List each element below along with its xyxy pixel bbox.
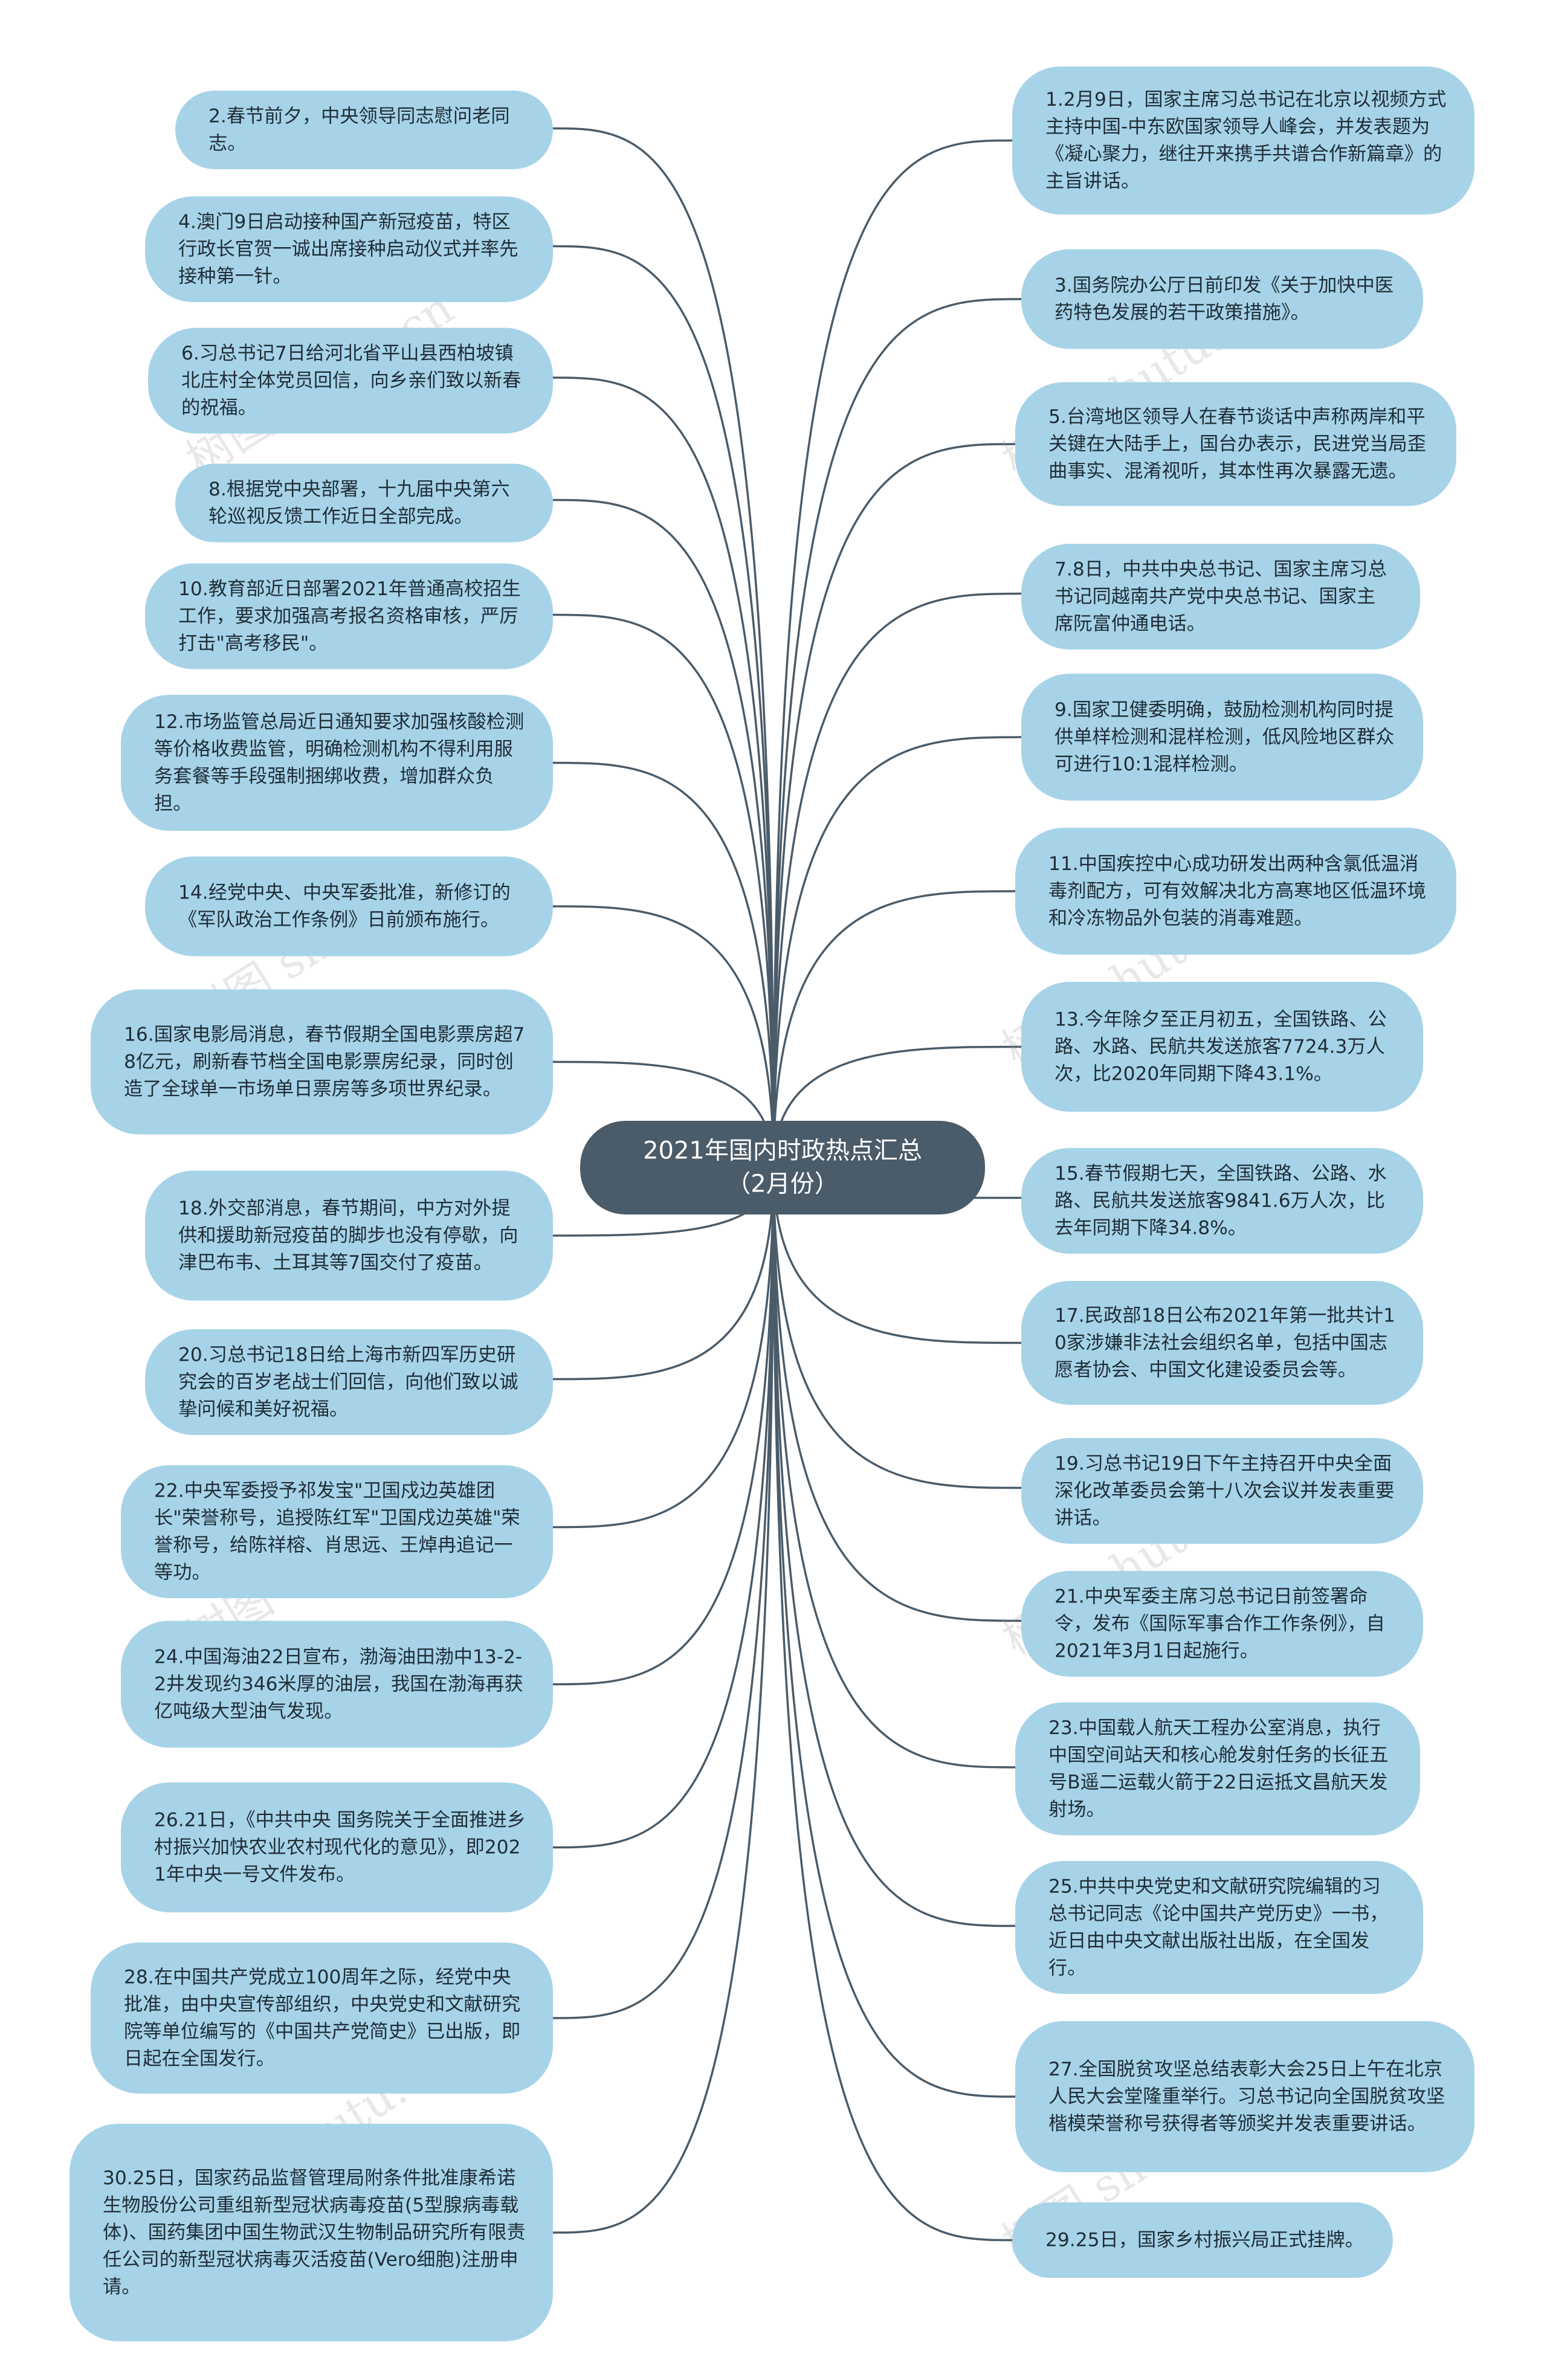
right-topic-node[interactable]: 11.中国疾控中心成功研发出两种含氯低温消毒剂配方，可有效解决北方高寒地区低温环… xyxy=(1015,828,1456,955)
left-connector-line xyxy=(552,613,775,1168)
topic-text: 12.市场监管总局近日通知要求加强核酸检测等价格收费监管，明确检测机构不得利用服… xyxy=(154,710,525,814)
topic-text: 9.国家卫健委明确，鼓励检测机构同时提供单样检测和混样检测，低风险地区群众可进行… xyxy=(1054,698,1395,775)
left-topic-node[interactable]: 16.国家电影局消息，春节假期全国电影票房超78亿元，刷新春节档全国电影票房纪录… xyxy=(91,989,553,1135)
topic-text: 7.8日，中共中央总书记、国家主席习总书记同越南共产党中央总书记、国家主席阮富仲… xyxy=(1054,557,1387,635)
right-topic-node[interactable]: 9.国家卫健委明确，鼓励检测机构同时提供单样检测和混样检测，低风险地区群众可进行… xyxy=(1021,674,1423,801)
right-topic-node[interactable]: 17.民政部18日公布2021年第一批共计10家涉嫌非法社会组织名单，包括中国志… xyxy=(1021,1281,1423,1405)
topic-text: 15.春节假期七天，全国铁路、公路、水路、民航共发送旅客9841.6万人次，比去… xyxy=(1054,1161,1387,1239)
topic-text: 18.外交部消息，春节期间，中方对外提供和援助新冠疫苗的脚步也没有停歇，向津巴布… xyxy=(178,1196,518,1274)
topic-text: 10.教育部近日部署2021年普通高校招生工作，要求加强高考报名资格审核，严厉打… xyxy=(178,577,521,654)
central-topic-subtitle: （2月份） xyxy=(726,1169,839,1198)
left-connector-line xyxy=(552,376,775,1168)
topic-text: 11.中国疾控中心成功研发出两种含氯低温消毒剂配方，可有效解决北方高寒地区低温环… xyxy=(1048,852,1427,929)
topic-text: 17.民政部18日公布2021年第一批共计10家涉嫌非法社会组织名单，包括中国志… xyxy=(1054,1303,1395,1381)
left-topic-node[interactable]: 2.春节前夕，中央领导同志慰问老同志。 xyxy=(175,91,553,169)
right-topic-node[interactable]: 1.2月9日，国家主席习总书记在北京以视频方式主持中国-中东欧国家领导人峰会，并… xyxy=(1012,66,1474,214)
right-connector-line xyxy=(772,890,1016,1168)
left-topic-node[interactable]: 14.经党中央、中央军委批准，新修订的《军队政治工作条例》日前颁布施行。 xyxy=(145,856,553,956)
topic-text: 6.习总书记7日给河北省平山县西柏坡镇北庄村全体党员回信，向乡亲们致以新春的祝福… xyxy=(181,341,522,419)
topic-text: 2.春节前夕，中央领导同志慰问老同志。 xyxy=(208,104,510,155)
left-connector-line xyxy=(552,905,775,1168)
right-connector-line xyxy=(772,1167,1022,1344)
right-topic-node[interactable]: 21.中央军委主席习总书记日前签署命令，发布《国际军事合作工作条例》，自2021… xyxy=(1021,1571,1423,1677)
topic-text: 19.习总书记19日下午主持召开中央全面深化改革委员会第十八次会议并发表重要讲话… xyxy=(1054,1451,1395,1529)
right-connector-line xyxy=(772,1167,1016,1769)
left-connector-line xyxy=(552,1167,775,2234)
topic-text: 27.全国脱贫攻坚总结表彰大会25日上午在北京人民大会堂隆重举行。习总书记向全国… xyxy=(1048,2057,1445,2135)
left-topic-node[interactable]: 24.中国海油22日宣布，渤海油田渤中13-2-2井发现约346米厚的油层，我国… xyxy=(121,1621,553,1748)
left-connector-line xyxy=(552,761,775,1168)
right-topic-node[interactable]: 19.习总书记19日下午主持召开中央全面深化改革委员会第十八次会议并发表重要讲话… xyxy=(1021,1438,1423,1544)
topic-text: 20.习总书记18日给上海市新四军历史研究会的百岁老战士们回信，向他们致以诚挚问… xyxy=(178,1343,518,1421)
topic-text: 16.国家电影局消息，春节假期全国电影票房超78亿元，刷新春节档全国电影票房纪录… xyxy=(124,1022,525,1100)
topic-text: 30.25日，国家药品监督管理局附条件批准康希诺生物股份公司重组新型冠状病毒疫苗… xyxy=(103,2166,526,2298)
right-connector-line xyxy=(772,1167,1022,1622)
topic-text: 13.今年除夕至正月初五，全国铁路、公路、水路、民航共发送旅客7724.3万人次… xyxy=(1054,1007,1387,1085)
topic-text: 28.在中国共产党成立100周年之际，经党中央批准，由中央宣传部组织，中央党史和… xyxy=(124,1965,521,2070)
right-topic-node[interactable]: 3.国务院办公厅日前印发《关于加快中医药特色发展的若干政策措施》。 xyxy=(1021,249,1423,349)
left-topic-node[interactable]: 8.根据党中央部署，十九届中央第六轮巡视反馈工作近日全部完成。 xyxy=(175,463,553,543)
left-topic-node[interactable]: 6.习总书记7日给河北省平山县西柏坡镇北庄村全体党员回信，向乡亲们致以新春的祝福… xyxy=(148,327,553,434)
right-connector-line xyxy=(772,1167,1013,2242)
topic-text: 26.21日，《中共中央 国务院关于全面推进乡村振兴加快农业农村现代化的意见》，… xyxy=(154,1808,526,1886)
right-topic-node[interactable]: 13.今年除夕至正月初五，全国铁路、公路、水路、民航共发送旅客7724.3万人次… xyxy=(1021,982,1423,1112)
topic-text: 24.中国海油22日宣布，渤海油田渤中13-2-2井发现约346米厚的油层，我国… xyxy=(154,1645,523,1723)
right-connector-line xyxy=(772,1167,1022,1489)
right-topic-node[interactable]: 23.中国载人航天工程办公室消息，执行中国空间站天和核心舱发射任务的长征五号B遥… xyxy=(1015,1702,1420,1836)
topic-text: 14.经党中央、中央军委批准，新修订的《军队政治工作条例》日前颁布施行。 xyxy=(178,880,511,931)
left-connector-line xyxy=(552,1167,775,1686)
right-connector-line xyxy=(772,298,1022,1168)
left-topic-node[interactable]: 18.外交部消息，春节期间，中方对外提供和援助新冠疫苗的脚步也没有停歇，向津巴布… xyxy=(145,1170,553,1301)
left-topic-node[interactable]: 28.在中国共产党成立100周年之际，经党中央批准，由中央宣传部组织，中央党史和… xyxy=(91,1943,553,2094)
right-topic-node[interactable]: 27.全国脱贫攻坚总结表彰大会25日上午在北京人民大会堂隆重举行。习总书记向全国… xyxy=(1015,2021,1474,2172)
left-topic-node[interactable]: 12.市场监管总局近日通知要求加强核酸检测等价格收费监管，明确检测机构不得利用服… xyxy=(121,695,553,831)
topic-text: 8.根据党中央部署，十九届中央第六轮巡视反馈工作近日全部完成。 xyxy=(208,477,510,527)
left-connector-line xyxy=(552,245,775,1168)
left-topic-node[interactable]: 4.澳门9日启动接种国产新冠疫苗，特区行政长官贺一诚出席接种启动仪式并率先接种第… xyxy=(145,196,553,302)
left-topic-node[interactable]: 30.25日，国家药品监督管理局附条件批准康希诺生物股份公司重组新型冠状病毒疫苗… xyxy=(69,2124,553,2341)
left-connector-line xyxy=(552,1167,775,1381)
central-topic-node[interactable]: 2021年国内时政热点汇总 （2月份） xyxy=(580,1121,985,1214)
right-connector-line xyxy=(772,1167,1016,2098)
left-connector-line xyxy=(552,1167,775,1849)
right-topic-node[interactable]: 15.春节假期七天，全国铁路、公路、水路、民航共发送旅客9841.6万人次，比去… xyxy=(1021,1148,1423,1254)
left-topic-node[interactable]: 20.习总书记18日给上海市新四军历史研究会的百岁老战士们回信，向他们致以诚挚问… xyxy=(145,1329,553,1435)
topic-text: 4.澳门9日启动接种国产新冠疫苗，特区行政长官贺一诚出席接种启动仪式并率先接种第… xyxy=(178,210,518,288)
topic-text: 29.25日，国家乡村振兴局正式挂牌。 xyxy=(1045,2228,1364,2251)
topic-text: 1.2月9日，国家主席习总书记在北京以视频方式主持中国-中东欧国家领导人峰会，并… xyxy=(1045,88,1447,192)
topic-text: 22.中央军委授予祁发宝"卫国戍边英雄团长"荣誉称号，追授陈红军"卫国戍边英雄"… xyxy=(154,1479,520,1584)
central-topic-title: 2021年国内时政热点汇总 xyxy=(643,1136,922,1165)
right-topic-node[interactable]: 7.8日，中共中央总书记、国家主席习总书记同越南共产党中央总书记、国家主席阮富仲… xyxy=(1021,544,1420,650)
right-connector-line xyxy=(772,736,1022,1168)
topic-text: 21.中央军委主席习总书记日前签署命令，发布《国际军事合作工作条例》，自2021… xyxy=(1054,1584,1385,1662)
right-connector-line xyxy=(772,443,1016,1168)
left-topic-node[interactable]: 22.中央军委授予祁发宝"卫国戍边英雄团长"荣誉称号，追授陈红军"卫国戍边英雄"… xyxy=(121,1465,553,1598)
right-topic-node[interactable]: 25.中共中央党史和文献研究院编辑的习总书记同志《论中国共产党历史》一书，近日由… xyxy=(1015,1861,1423,1994)
right-connector-line xyxy=(772,139,1013,1168)
topic-text: 3.国务院办公厅日前印发《关于加快中医药特色发展的若干政策措施》。 xyxy=(1054,273,1394,324)
right-topic-node[interactable]: 5.台湾地区领导人在春节谈话中声称两岸和平关键在大陆手上，国台办表示，民进党当局… xyxy=(1015,382,1456,506)
left-connector-line xyxy=(552,1167,775,1529)
left-topic-node[interactable]: 10.教育部近日部署2021年普通高校招生工作，要求加强高考报名资格审核，严厉打… xyxy=(145,563,553,669)
left-connector-line xyxy=(552,1167,775,2019)
right-connector-line xyxy=(772,1167,1016,1927)
topic-text: 5.台湾地区领导人在春节谈话中声称两岸和平关键在大陆手上，国台办表示，民进党当局… xyxy=(1048,405,1427,482)
right-topic-node[interactable]: 29.25日，国家乡村振兴局正式挂牌。 xyxy=(1012,2202,1393,2278)
left-connector-line xyxy=(552,127,775,1168)
topic-text: 23.中国载人航天工程办公室消息，执行中国空间站天和核心舱发射任务的长征五号B遥… xyxy=(1048,1716,1389,1820)
right-connector-line xyxy=(772,592,1022,1168)
topic-text: 25.中共中央党史和文献研究院编辑的习总书记同志《论中国共产党历史》一书，近日由… xyxy=(1048,1874,1389,1979)
left-topic-node[interactable]: 26.21日，《中共中央 国务院关于全面推进乡村振兴加快农业农村现代化的意见》，… xyxy=(121,1782,553,1912)
left-connector-line xyxy=(552,498,775,1168)
